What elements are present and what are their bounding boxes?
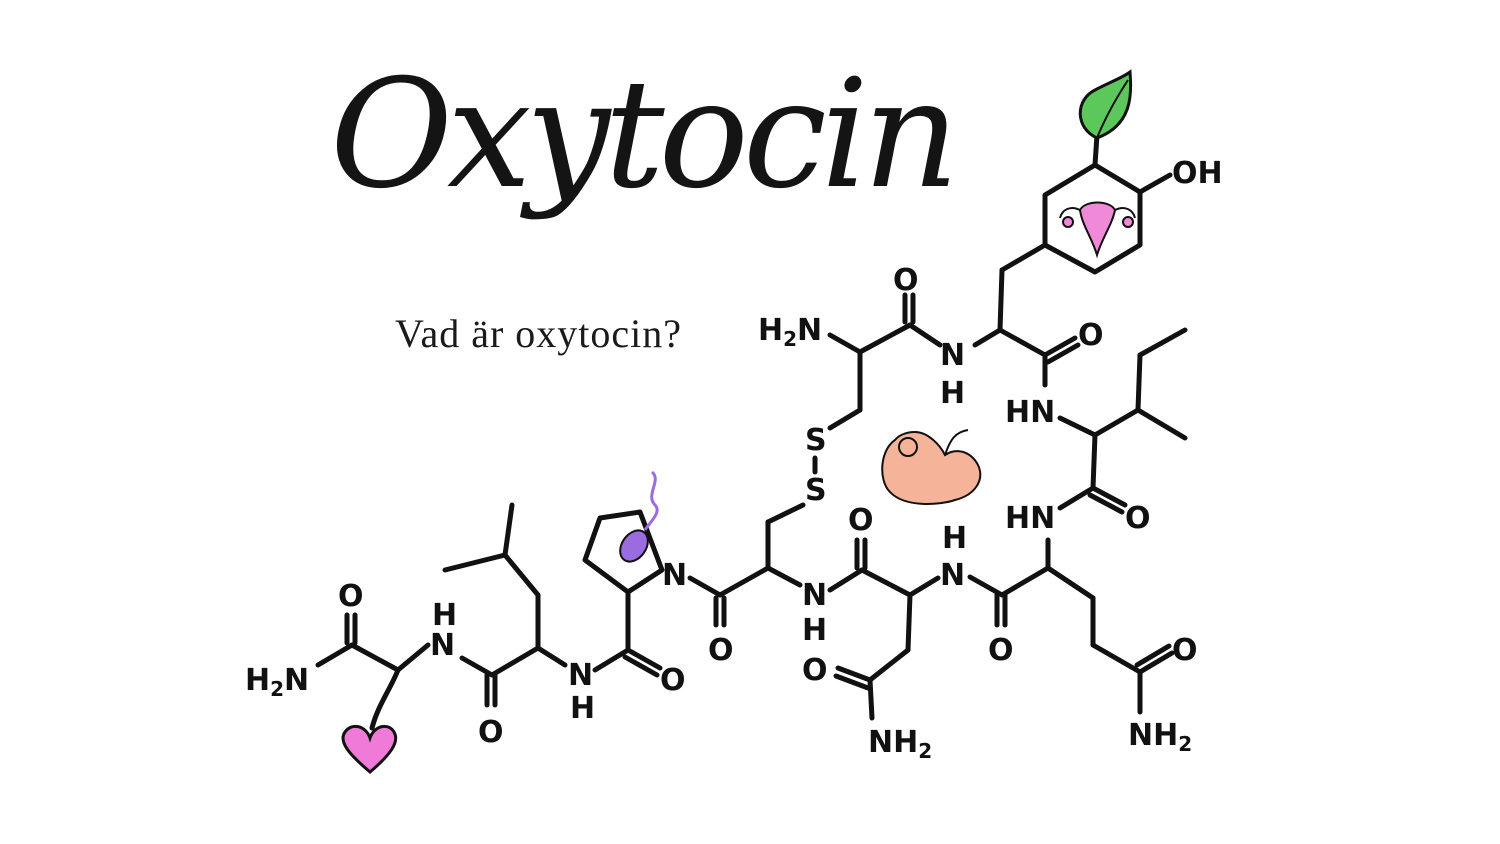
h-label: H [942,521,967,556]
n-label: N [430,628,455,663]
o-label: O [1125,501,1151,536]
o-label: O [708,633,734,668]
embryo-icon [881,429,982,505]
nh2-label: NH2 [1128,718,1192,756]
right-backbone [1057,327,1188,515]
benzene-ring [997,132,1173,333]
n-label: N [662,558,687,593]
h2n-label: H2N [245,663,309,701]
h2n-top-label: H2N [758,313,822,351]
o-label: O [338,579,364,614]
o-label: O [660,663,686,698]
page-title: Oxytocin [330,48,959,222]
glutamine-chain [967,537,1175,715]
sulfur-label: S [805,423,827,458]
n-label: N [568,658,593,693]
o-label: O [893,263,919,298]
uterus-icon [1059,201,1136,259]
n-label: N [940,558,965,593]
hn-label: HN [1005,501,1055,536]
heart-icon [341,724,398,774]
o-label: O [802,653,828,688]
h-label: H [940,376,965,411]
page-subtitle: Vad är oxytocin? [395,311,683,356]
top-backbone [827,292,1081,431]
hn-label: HN [1005,395,1055,430]
oh-label: OH [1172,156,1223,191]
o-label: O [1078,318,1104,353]
asparagine-chain [827,537,941,721]
h-label: H [570,691,595,726]
nh-label: N [940,338,965,373]
nh2-label: NH2 [868,725,932,763]
o-label: O [988,633,1014,668]
glycinamide-chain [315,612,431,731]
sulfur-label: S [805,473,827,508]
n-label: N [802,578,827,613]
h-label: H [802,613,827,648]
o-label: O [478,715,504,750]
cysteine-lower [687,519,803,628]
o-label: O [848,503,874,538]
proline-ring [582,509,665,678]
o-label: O [1172,633,1198,668]
h-label: H [432,598,457,633]
sperm-icon [619,470,659,563]
leucine-chain [442,502,568,708]
leaf-icon [1078,69,1133,140]
